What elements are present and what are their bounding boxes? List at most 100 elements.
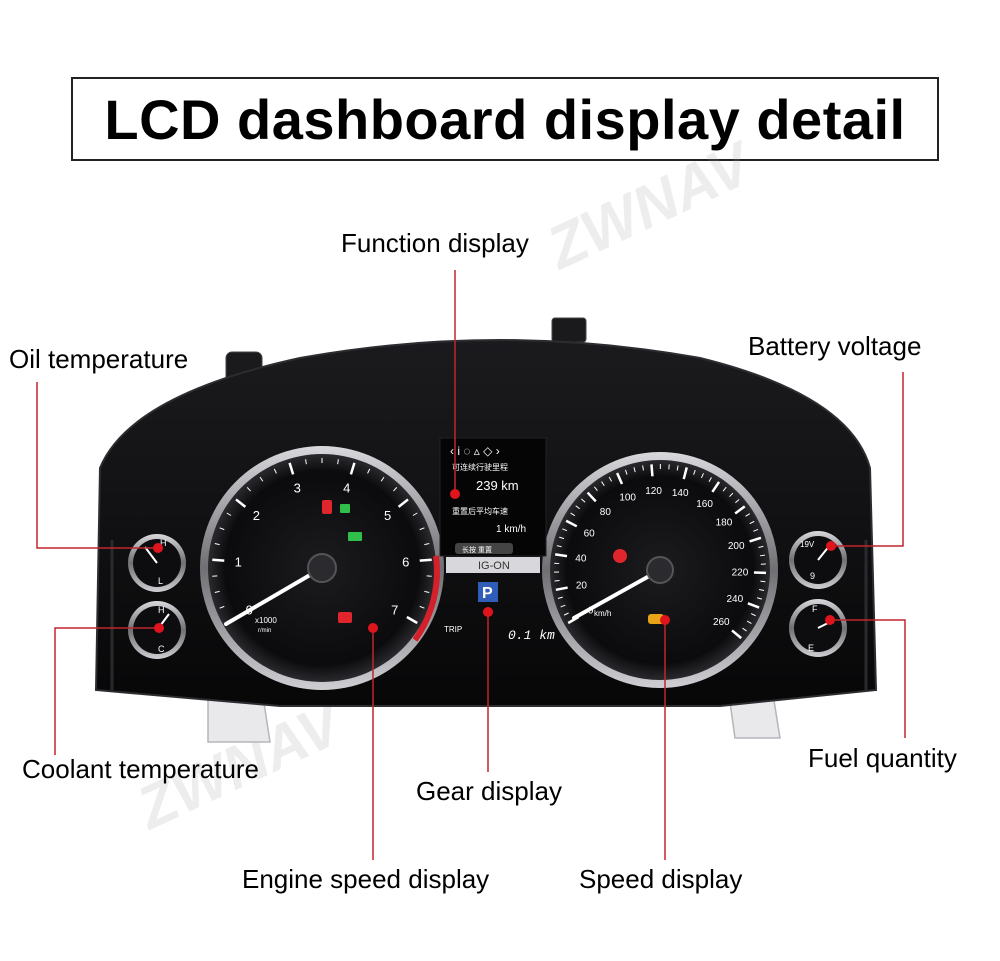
- tach-tick-label: 3: [294, 480, 301, 495]
- tach-minor-tick: [246, 487, 251, 492]
- speed-major-tick: [555, 586, 568, 592]
- callout-line-fuel: [830, 619, 906, 738]
- tach-minor-tick: [424, 543, 430, 546]
- speed-minor-tick: [575, 505, 580, 510]
- speed-tick-label: 200: [728, 541, 745, 552]
- tach-minor-tick: [273, 468, 277, 474]
- speed-tick-label: 60: [584, 528, 596, 539]
- speed-minor-tick: [700, 473, 704, 479]
- tach-tick-label: 5: [384, 508, 391, 523]
- oil-temp-gauge: H L: [128, 534, 186, 592]
- speed-minor-tick: [756, 597, 763, 600]
- function-display: ‹ i ◌ ▵ ◇ › 可连续行驶里程 239 km 重置后平均车速 1 km/…: [439, 437, 555, 643]
- speed-hub: [646, 556, 674, 584]
- tach-hub: [307, 553, 337, 583]
- label-fuel-quantity: Fuel quantity: [808, 743, 957, 773]
- speed-tick-label: 180: [716, 517, 733, 528]
- speed-major-tick: [682, 467, 688, 480]
- tach-minor-tick: [380, 476, 385, 482]
- speed-minor-tick: [760, 580, 766, 583]
- warning-brake-icon: [613, 549, 627, 563]
- callout-line-coolant: [54, 627, 159, 755]
- speed-needle: [572, 568, 662, 620]
- svg-text:F: F: [812, 604, 818, 614]
- speed-major-tick: [586, 491, 597, 503]
- tach-tick-label: 2: [253, 508, 260, 523]
- svg-text:9: 9: [810, 571, 815, 581]
- warning-oil-icon: [322, 500, 332, 514]
- label-oil-temperature: Oil temperature: [9, 344, 189, 374]
- speed-tick-label: 120: [645, 486, 662, 497]
- svg-text:19V: 19V: [800, 540, 815, 549]
- speed-tick-label: 0: [588, 606, 594, 617]
- speed-minor-tick: [722, 486, 727, 492]
- tach-minor-tick: [214, 543, 220, 546]
- callout-dot-function: [450, 489, 460, 499]
- warning-fog-icon: [340, 504, 350, 513]
- speed-tick-label: 20: [576, 580, 588, 591]
- speed-minor-tick: [642, 465, 644, 471]
- tach-major-tick: [235, 498, 247, 508]
- speed-minor-tick: [563, 612, 569, 616]
- tach-tick-label: 6: [402, 554, 409, 569]
- tach-unit: x1000: [255, 616, 277, 625]
- watermark-text: ZWNAV: [535, 128, 765, 283]
- svg-text:C: C: [158, 644, 165, 654]
- gear-value: P: [482, 585, 493, 602]
- tach-minor-tick: [419, 527, 425, 531]
- speed-major-tick: [734, 505, 746, 515]
- page-title: LCD dashboard display detail: [104, 87, 906, 151]
- svg-text:L: L: [158, 576, 163, 586]
- tach-minor-tick: [259, 476, 264, 482]
- speed-minor-tick: [556, 545, 562, 548]
- tach-major-tick: [212, 558, 225, 562]
- gear-indicator-box: [478, 582, 498, 602]
- battery-voltage-gauge: 19V 9: [789, 531, 847, 589]
- tach-minor-tick: [412, 512, 418, 516]
- info-button-label: 长按 重置: [462, 545, 492, 554]
- info-range-value: 239 km: [476, 478, 519, 493]
- speed-minor-tick: [581, 498, 586, 503]
- speed-minor-tick: [729, 492, 734, 498]
- label-battery-voltage: Battery voltage: [748, 331, 922, 361]
- callout-lines: [36, 270, 906, 860]
- speed-major-tick: [731, 629, 743, 640]
- tach-minor-tick: [367, 468, 371, 474]
- speed-tick-label: 80: [600, 507, 612, 518]
- speed-tick-label: 260: [713, 617, 730, 628]
- speed-tick-label: 140: [672, 488, 689, 499]
- speed-tick-label: 160: [696, 499, 713, 510]
- tach-needle: [224, 566, 324, 626]
- tach-unit-sub: r/min: [258, 628, 271, 634]
- label-function-display: Function display: [341, 228, 529, 258]
- speed-minor-tick: [593, 486, 598, 492]
- label-speed-display: Speed display: [579, 864, 743, 894]
- callout-dot-speed: [660, 615, 670, 625]
- speed-minor-tick: [758, 589, 765, 591]
- callout-line-battery: [831, 372, 904, 547]
- speed-major-tick: [747, 602, 760, 609]
- ignition-status: IG-ON: [478, 560, 510, 572]
- speed-minor-tick: [746, 620, 752, 625]
- speed-minor-tick: [676, 465, 679, 471]
- tach-major-tick: [397, 498, 409, 508]
- tach-tick-label: 7: [391, 603, 398, 618]
- callout-dot-battery: [826, 541, 836, 551]
- tach-major-tick: [419, 558, 432, 562]
- tach-minor-tick: [337, 459, 339, 465]
- tach-minor-tick: [214, 590, 220, 593]
- label-gear-display: Gear display: [416, 776, 562, 806]
- function-display-icons: ‹ i ◌ ▵ ◇ ›: [450, 444, 500, 458]
- label-engine-speed-display: Engine speed display: [242, 864, 490, 894]
- tachometer: 01234567 x1000 r/min: [200, 446, 444, 690]
- tach-tick-label: 4: [343, 480, 350, 495]
- speed-minor-tick: [601, 481, 605, 487]
- speed-major-tick: [711, 481, 721, 493]
- callout-dots: [153, 489, 836, 633]
- speed-minor-tick: [559, 536, 565, 540]
- svg-text:E: E: [808, 643, 814, 653]
- speed-minor-tick: [557, 596, 563, 599]
- tach-major-tick: [349, 462, 356, 475]
- tach-minor-tick: [393, 487, 398, 492]
